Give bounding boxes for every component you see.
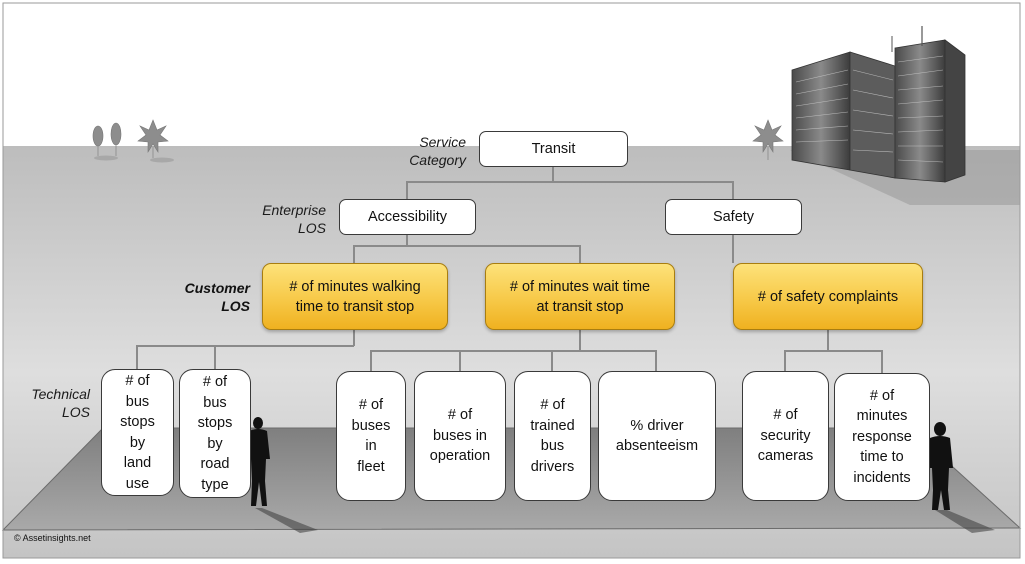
connector-lines xyxy=(136,167,883,373)
node-security-cameras: # of security cameras xyxy=(742,371,829,501)
node-response-time: # of minutes response time to incidents xyxy=(834,373,930,501)
node-response-time-label: # of minutes response time to incidents xyxy=(852,387,912,486)
person-silhouette-left xyxy=(247,417,270,506)
node-buses-in-operation: # of buses in operation xyxy=(414,371,506,501)
node-minutes-wait: # of minutes wait time at transit stop xyxy=(485,263,675,330)
node-accessibility: Accessibility xyxy=(339,199,476,235)
tree-illustration-right xyxy=(752,119,784,160)
node-bus-stops-land-use-label: # of bus stops by land use xyxy=(120,373,155,492)
node-transit-label: Transit xyxy=(531,141,576,157)
level-label-service-category: Service Category xyxy=(409,134,466,168)
node-buses-in-fleet-label: # of buses in fleet xyxy=(351,397,391,475)
tree-illustration xyxy=(92,119,169,158)
node-buses-in-operation-label: # of buses in operation xyxy=(429,407,491,465)
node-minutes-wait-label: # of minutes wait time at transit stop xyxy=(509,278,651,315)
node-transit: Transit xyxy=(479,131,628,167)
office-building-illustration xyxy=(791,26,966,183)
node-driver-absenteeism-label: % driver absenteeism xyxy=(615,417,699,455)
node-minutes-walking: # of minutes walking time to transit sto… xyxy=(262,263,448,330)
node-trained-bus-drivers: # of trained bus drivers xyxy=(514,371,591,501)
level-label-customer-los: Customer LOS xyxy=(184,280,250,314)
node-safety-complaints-label: # of safety complaints xyxy=(757,288,899,305)
node-minutes-walking-label: # of minutes walking time to transit sto… xyxy=(289,278,421,315)
node-safety-complaints: # of safety complaints xyxy=(733,263,923,330)
node-bus-stops-road-type-label: # of bus stops by road type xyxy=(197,374,233,493)
node-trained-bus-drivers-label: # of trained bus drivers xyxy=(530,397,575,475)
level-label-technical-los: Technical LOS xyxy=(31,386,90,420)
level-label-enterprise-los: Enterprise LOS xyxy=(262,202,326,236)
node-safety-label: Safety xyxy=(712,209,755,225)
node-accessibility-label: Accessibility xyxy=(368,209,447,225)
node-safety: Safety xyxy=(665,199,802,235)
node-driver-absenteeism: % driver absenteeism xyxy=(598,371,716,501)
node-security-cameras-label: # of security cameras xyxy=(757,407,814,465)
person-silhouette-right xyxy=(928,422,953,510)
copyright-text: © Assetinsights.net xyxy=(14,533,91,543)
node-bus-stops-road-type: # of bus stops by road type xyxy=(179,369,251,498)
node-bus-stops-land-use: # of bus stops by land use xyxy=(101,369,174,496)
node-buses-in-fleet: # of buses in fleet xyxy=(336,371,406,501)
